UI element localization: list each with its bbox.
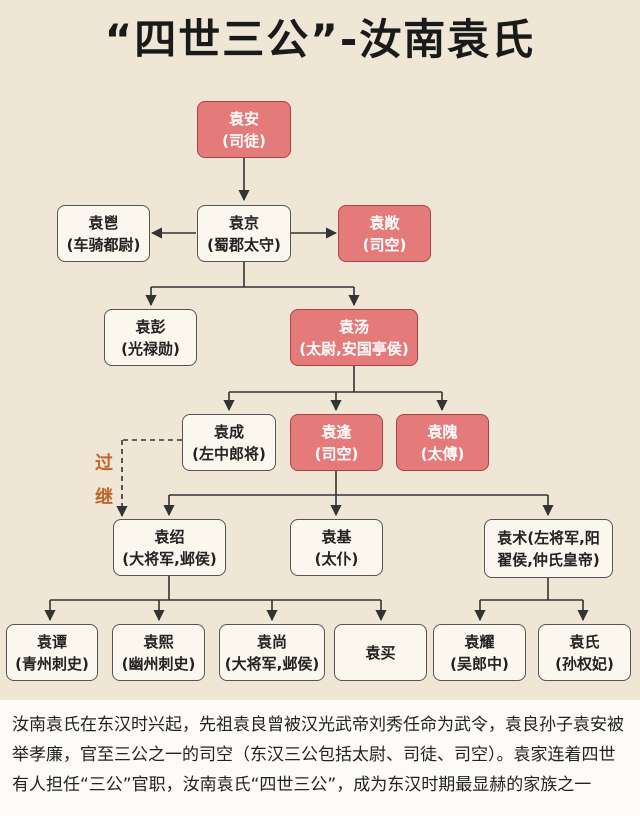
node-yuan-tan: 袁谭 (青州刺史) <box>6 624 98 681</box>
node-yuan-shang: 袁尚 (大将军,邺侯) <box>219 624 325 681</box>
node-name: 袁耀 <box>464 632 495 651</box>
node-name: 袁鬯 <box>88 213 119 232</box>
node-yuan-chang2: 袁敞 (司空) <box>338 205 431 262</box>
node-name: 袁敞 <box>369 213 400 232</box>
node-role: (大将军,邺侯) <box>224 654 320 673</box>
node-role: (司空) <box>362 235 407 254</box>
node-role: (司空) <box>314 444 359 463</box>
node-yuan-an: 袁安 (司徒) <box>197 101 291 158</box>
node-name: 袁熙 <box>143 632 174 651</box>
node-role: (太尉,安国亭侯) <box>299 339 409 358</box>
node-yuan-yao: 袁耀 (吴郎中) <box>433 624 526 681</box>
node-name: 袁汤 <box>338 317 369 336</box>
node-yuan-tang: 袁汤 (太尉,安国亭侯) <box>290 309 418 366</box>
adoption-label: 过继 <box>95 453 113 508</box>
node-yuan-ji: 袁基 (太仆) <box>290 519 383 576</box>
node-role: (车骑都尉) <box>66 235 141 254</box>
node-name: 袁绍 <box>154 527 185 546</box>
node-yuan-feng: 袁逢 (司空) <box>290 414 383 471</box>
node-name: 袁基 <box>321 527 352 546</box>
node-yuan-xi: 袁熙 (幽州刺史) <box>112 624 205 681</box>
connector-lines <box>44 158 589 622</box>
node-role: (孙权妃) <box>555 654 614 673</box>
page-title: “四世三公”-汝南袁氏 <box>104 15 536 64</box>
node-name: 袁隗 <box>427 422 458 441</box>
node-name: 袁尚 <box>256 632 287 651</box>
node-name: 袁京 <box>228 213 259 232</box>
node-yuan-shi: 袁氏 (孙权妃) <box>538 624 631 681</box>
node-name: 袁买 <box>365 643 396 662</box>
node-role: (蜀郡太守) <box>207 235 281 254</box>
node-yuan-peng: 袁彭 (光禄勋) <box>104 309 197 366</box>
node-role: (吴郎中) <box>450 654 509 673</box>
node-yuan-shu: 袁术(左将军,阳 翟侯,仲氏皇帝) <box>484 519 613 578</box>
node-role: (左中郎将) <box>192 444 266 463</box>
node-yuan-chang: 袁鬯 (车骑都尉) <box>57 205 150 262</box>
node-yuan-mai: 袁买 <box>334 624 427 681</box>
node-name: 袁术(左将军,阳 <box>497 528 600 547</box>
node-role: (太仆) <box>314 549 359 568</box>
node-role: (大将军,邺侯) <box>122 549 217 568</box>
node-role: (光禄勋) <box>121 339 180 358</box>
node-yuan-shao: 袁绍 (大将军,邺侯) <box>113 519 226 576</box>
description-text: 汝南袁氏在东汉时兴起，先祖袁良曾被汉光武帝刘秀任命为武令，袁良孙子袁安被举孝廉，… <box>0 700 640 816</box>
node-name: 袁彭 <box>135 317 166 336</box>
node-name: 袁安 <box>228 109 259 128</box>
node-name: 袁谭 <box>36 632 67 651</box>
node-name: 袁逢 <box>321 422 352 441</box>
node-name: 袁成 <box>213 422 244 441</box>
node-role: (幽州刺史) <box>121 654 196 673</box>
node-role: 翟侯,仲氏皇帝) <box>497 550 600 569</box>
node-yuan-wei: 袁隗 (太傅) <box>396 414 489 471</box>
node-role: (司徒) <box>222 131 266 150</box>
node-role: (青州刺史) <box>15 654 89 673</box>
node-yuan-jing: 袁京 (蜀郡太守) <box>197 205 291 262</box>
node-yuan-cheng: 袁成 (左中郎将) <box>182 414 276 471</box>
node-role: (太傅) <box>420 444 465 463</box>
node-name: 袁氏 <box>569 632 600 651</box>
